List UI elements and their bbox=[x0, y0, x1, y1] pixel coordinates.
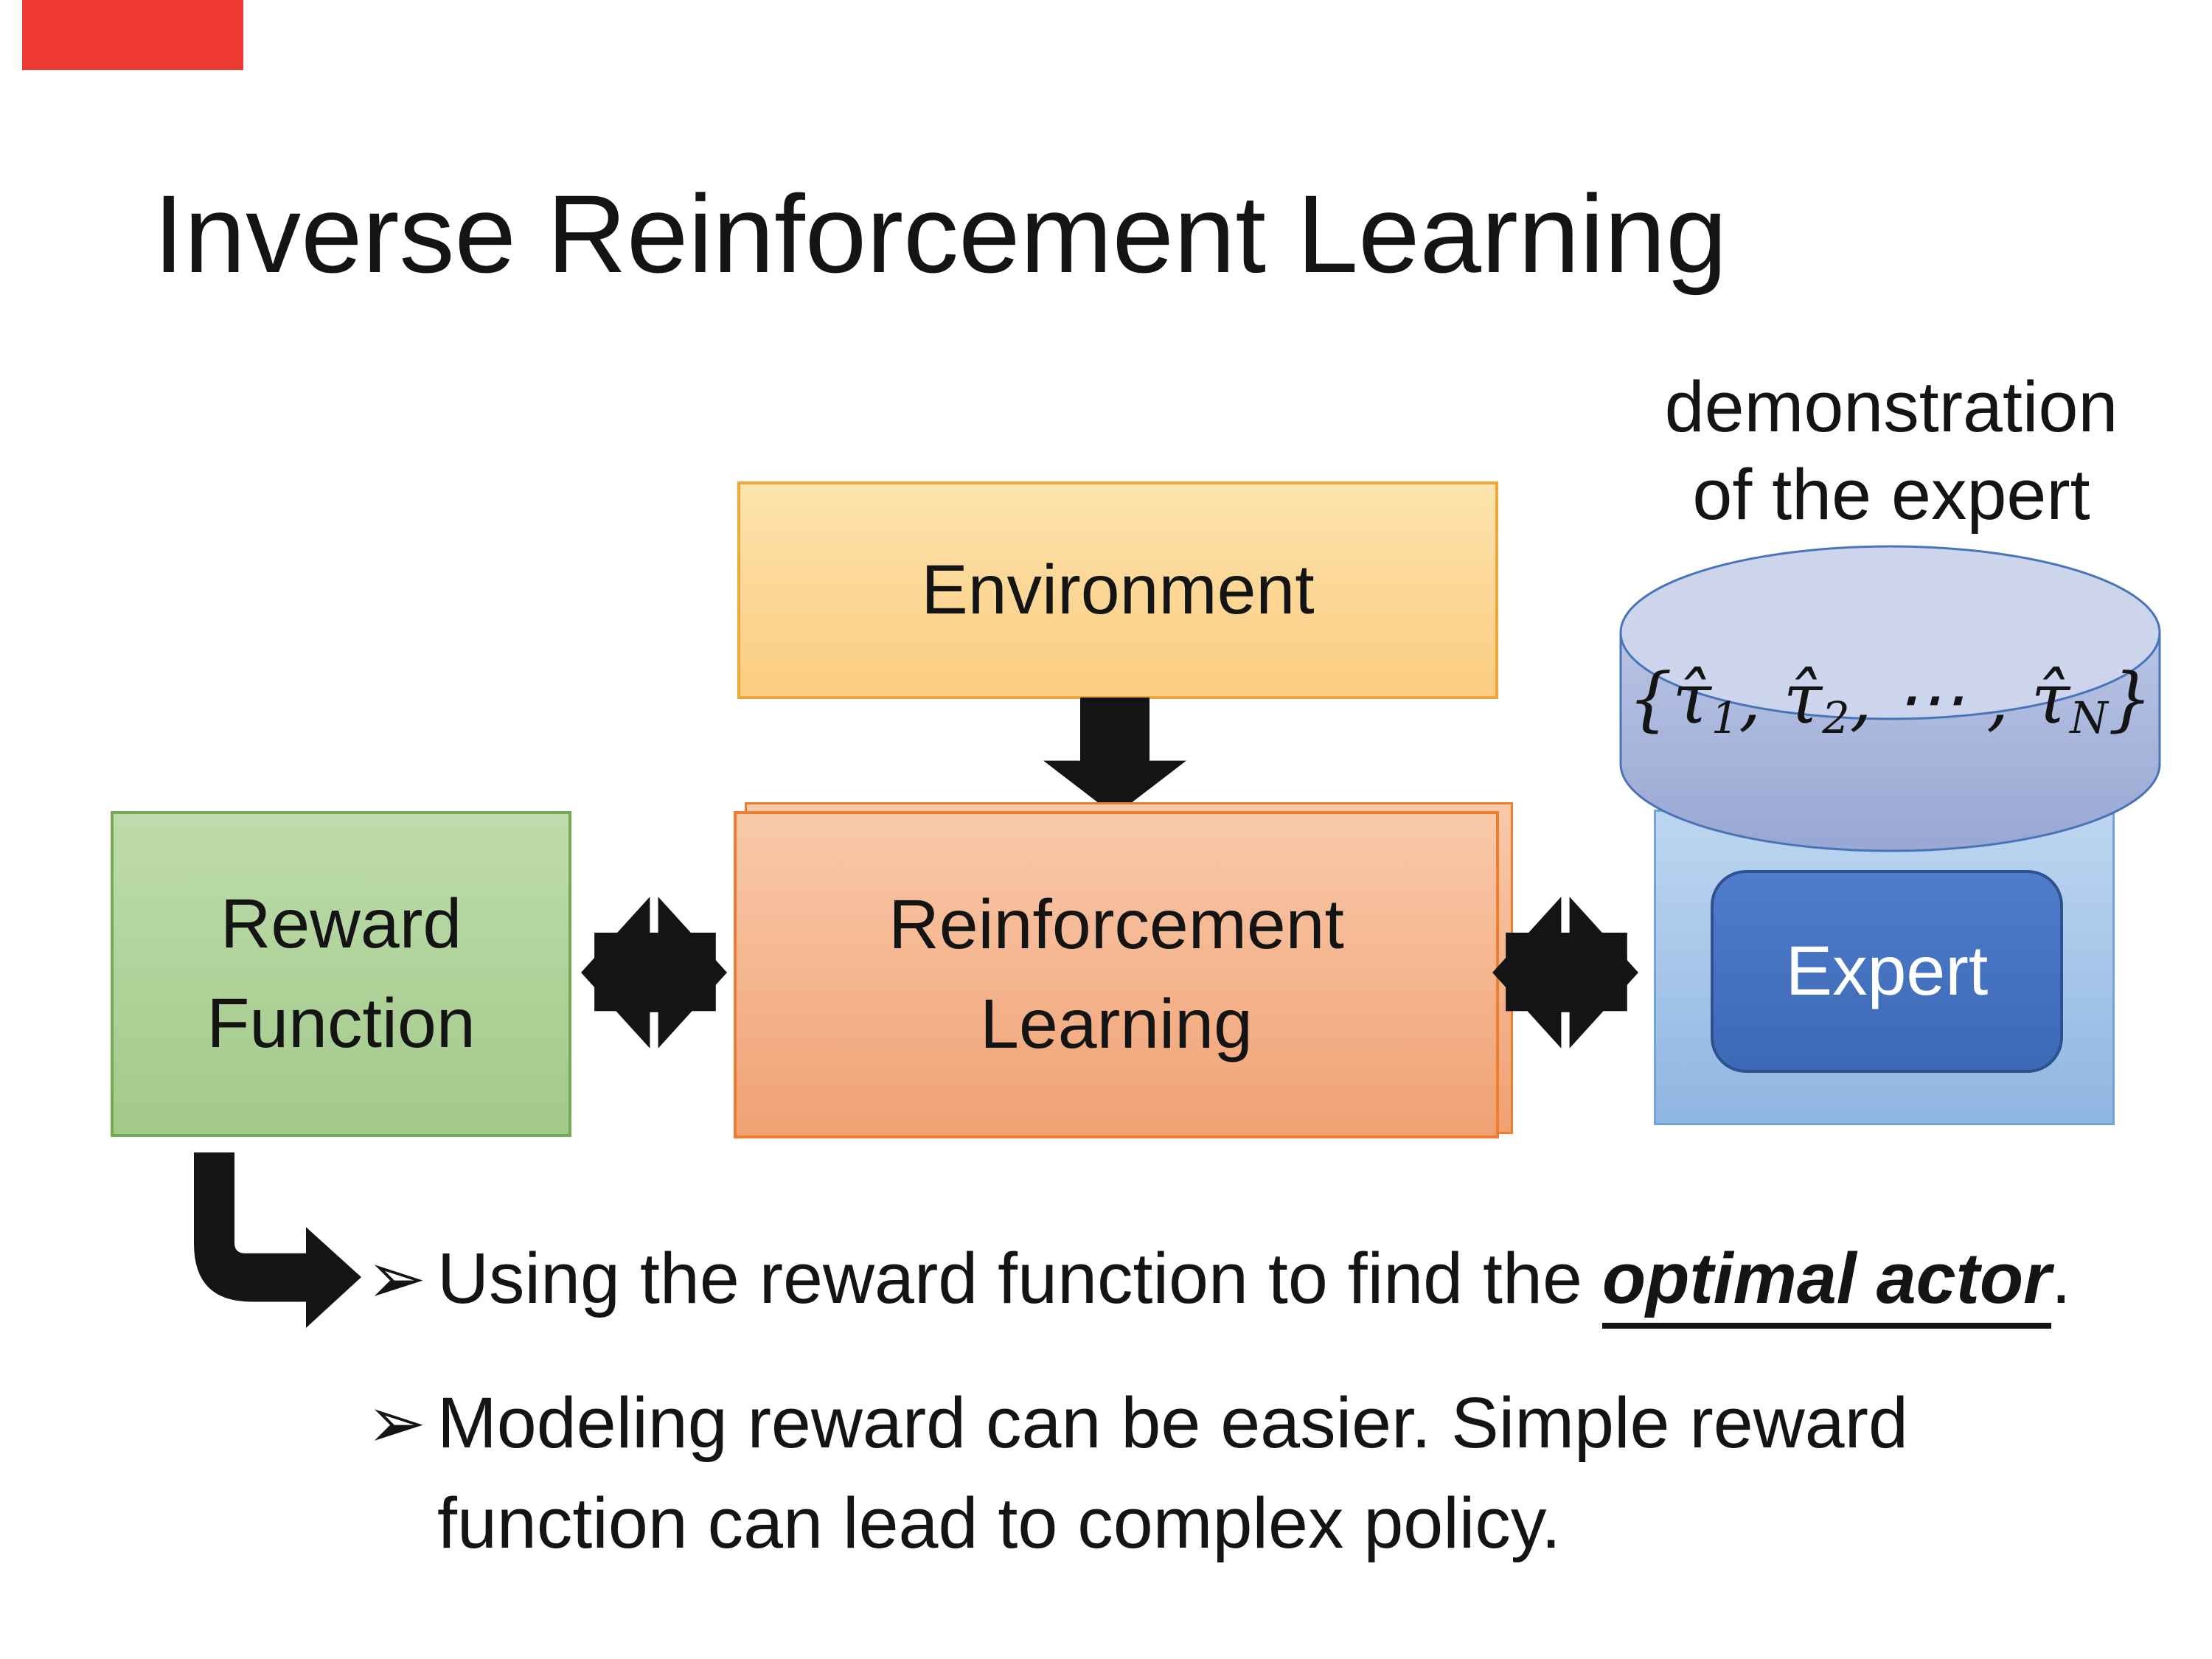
demonstration-caption: demonstration of the expert bbox=[1604, 363, 2179, 539]
double-arrow-right-icon bbox=[1492, 892, 1638, 1053]
reinforcement-learning-label: Reinforcement Learning bbox=[888, 886, 1344, 1063]
red-accent-bar bbox=[22, 0, 243, 70]
reinforcement-learning-box: Reinforcement Learning bbox=[734, 811, 1499, 1138]
trajectory-set-formula: {τ̂1, τ̂2, ⋯ , τ̂N} bbox=[1627, 658, 2153, 743]
reward-function-label: Reward Function bbox=[206, 885, 476, 1062]
demonstration-caption-line1: demonstration bbox=[1664, 366, 2118, 447]
slide-title: Inverse Reinforcement Learning bbox=[153, 172, 1728, 296]
optimal-actor-emphasis: optimal actor bbox=[1601, 1238, 2051, 1329]
down-arrow-icon bbox=[1043, 698, 1186, 815]
bullet-text: Modeling reward can be easier. Simple re… bbox=[437, 1382, 1908, 1563]
reward-function-box: Reward Function bbox=[111, 811, 571, 1137]
bullet-item-optimal-actor: ➢ Using the reward function to find the … bbox=[366, 1228, 2136, 1329]
demonstrations-cylinder-icon bbox=[1619, 545, 2161, 852]
environment-box: Environment bbox=[737, 481, 1498, 699]
elbow-arrow-icon bbox=[194, 1152, 361, 1328]
double-arrow-left-icon bbox=[581, 892, 727, 1053]
bullet-text: Using the reward function to find the op… bbox=[437, 1228, 2071, 1329]
bullet-arrow-icon: ➢ bbox=[366, 1237, 427, 1320]
bullet-arrow-icon: ➢ bbox=[366, 1381, 427, 1464]
expert-label: Expert bbox=[1785, 932, 1989, 1011]
demonstration-caption-line2: of the expert bbox=[1692, 454, 2090, 535]
bullet-item-modeling-reward: ➢ Modeling reward can be easier. Simple … bbox=[366, 1373, 1963, 1573]
environment-label: Environment bbox=[921, 551, 1315, 630]
expert-box: Expert bbox=[1711, 870, 2063, 1073]
